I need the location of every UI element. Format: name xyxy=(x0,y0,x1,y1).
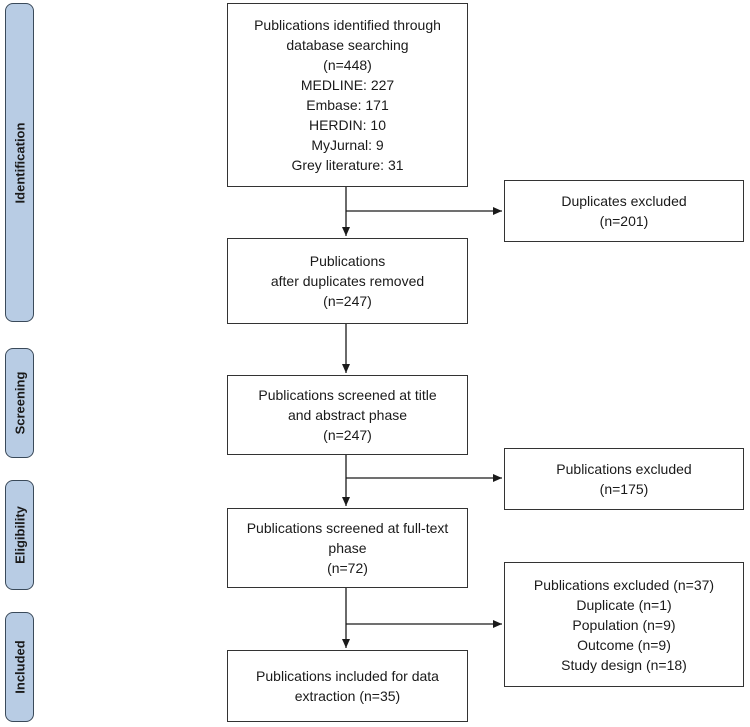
box-after-duplicates-line: after duplicates removed xyxy=(270,273,425,289)
box-excluded-full-text-line: Study design (n=18) xyxy=(561,656,687,673)
box-identified-line: database searching xyxy=(286,37,409,53)
stage-screening: Screening xyxy=(5,348,34,458)
box-identified-line: MyJurnal: 9 xyxy=(311,137,384,153)
box-screened-title-abstract: Publications screened at title and abstr… xyxy=(227,375,468,455)
box-identified-line: Publications identified through xyxy=(254,17,441,33)
box-excluded-full-text: Publications excluded (n=37) Duplicate (… xyxy=(504,562,744,687)
box-identified-line: MEDLINE: 227 xyxy=(300,77,395,93)
box-screened-title-abstract-line: and abstract phase xyxy=(287,407,408,423)
box-excluded-full-text-line: Outcome (n=9) xyxy=(577,636,671,653)
box-excluded-full-text-line: Population (n=9) xyxy=(572,616,676,633)
box-included: Publications included for data extractio… xyxy=(227,650,468,722)
box-screened-title-abstract-line: Publications screened at title xyxy=(258,387,437,403)
box-screened-full-text-line: phase xyxy=(328,540,367,556)
box-identified-line: Grey literature: 31 xyxy=(291,157,404,173)
box-screened-full-text-line: Publications screened at full-text xyxy=(246,520,449,536)
box-screened-title-abstract-line: (n=247) xyxy=(323,427,372,443)
box-duplicates-excluded-line: Duplicates excluded xyxy=(561,193,687,209)
box-excluded-screening-line: Publications excluded xyxy=(556,461,692,477)
box-identified-line: Embase: 171 xyxy=(306,97,389,113)
box-screened-full-text: Publications screened at full-text phase… xyxy=(227,508,468,588)
stage-eligibility: Eligibility xyxy=(5,480,34,590)
box-included-line: extraction (n=35) xyxy=(294,688,401,704)
box-identified-line: HERDIN: 10 xyxy=(308,117,387,133)
stage-identification: Identification xyxy=(5,3,34,322)
box-duplicates-excluded: Duplicates excluded (n=201) xyxy=(504,180,744,242)
box-excluded-screening: Publications excluded (n=175) xyxy=(504,448,744,510)
box-excluded-screening-line: (n=175) xyxy=(599,481,649,497)
stage-included: Included xyxy=(5,612,34,722)
box-excluded-full-text-line: Duplicate (n=1) xyxy=(576,596,672,613)
box-after-duplicates-line: Publications xyxy=(309,253,386,269)
box-after-duplicates: Publications after duplicates removed (n… xyxy=(227,238,468,324)
box-duplicates-excluded-line: (n=201) xyxy=(599,213,649,229)
box-included-line: Publications included for data xyxy=(256,668,439,684)
box-excluded-full-text-line: Publications excluded (n=37) xyxy=(533,576,715,593)
box-after-duplicates-line: (n=247) xyxy=(323,293,372,309)
box-identified: Publications identified through database… xyxy=(227,3,468,187)
box-identified-line: (n=448) xyxy=(323,57,372,73)
box-screened-full-text-line: (n=72) xyxy=(327,560,368,576)
